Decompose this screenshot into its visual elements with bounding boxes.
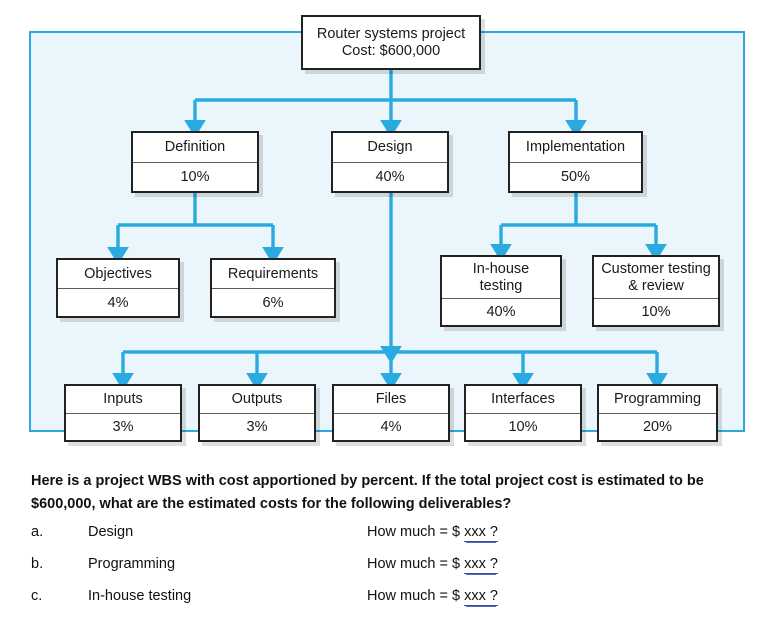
answer-row-b: b. Programming How much = $ xxx ? bbox=[31, 556, 731, 588]
wbs-node-requirements: Requirements 6% bbox=[210, 258, 336, 318]
answer-blank-a[interactable]: xxx ? bbox=[464, 524, 498, 542]
wbs-node-definition-percent: 10% bbox=[133, 162, 257, 191]
wbs-node-inputs-title: Inputs bbox=[103, 391, 143, 407]
wbs-node-objectives: Objectives 4% bbox=[56, 258, 180, 318]
connector-lines bbox=[107, 70, 668, 391]
answer-blank-b[interactable]: xxx ? bbox=[464, 556, 498, 574]
wbs-node-implementation-percent: 50% bbox=[510, 162, 641, 191]
wbs-node-in-house-testing-title: In-house testing bbox=[472, 260, 530, 294]
wbs-node-programming-percent: 20% bbox=[599, 413, 716, 440]
wbs-node-inputs-percent: 3% bbox=[66, 413, 180, 440]
wbs-node-design-percent: 40% bbox=[333, 162, 447, 191]
wbs-node-customer-testing-review-title: Customer testing & review bbox=[601, 260, 711, 294]
wbs-node-files-percent: 4% bbox=[334, 413, 448, 440]
wbs-node-implementation-title: Implementation bbox=[525, 139, 626, 155]
wbs-node-files-title: Files bbox=[375, 391, 407, 407]
question-prompt-text: Here is a project WBS with cost apportio… bbox=[31, 473, 704, 512]
answer-prompt-c: How much = $ xxx ? bbox=[367, 588, 498, 606]
wbs-node-outputs-percent: 3% bbox=[200, 413, 314, 440]
wbs-node-outputs-title: Outputs bbox=[231, 391, 283, 407]
wbs-node-programming: Programming 20% bbox=[597, 384, 718, 442]
wbs-node-interfaces-percent: 10% bbox=[466, 413, 580, 440]
answer-list: a. Design How much = $ xxx ? b. Programm… bbox=[31, 524, 731, 620]
wbs-node-design-title: Design bbox=[367, 139, 413, 155]
answer-label-b: Programming bbox=[88, 556, 176, 572]
answer-prompt-text-b: How much = $ bbox=[367, 556, 465, 572]
answer-blank-c[interactable]: xxx ? bbox=[464, 588, 498, 606]
wbs-node-definition-title: Definition bbox=[164, 139, 226, 155]
wbs-node-interfaces: Interfaces 10% bbox=[464, 384, 582, 442]
wbs-diagram: Router systems project Cost: $600,000 De… bbox=[29, 15, 745, 442]
answer-prompt-a: How much = $ xxx ? bbox=[367, 524, 498, 542]
wbs-node-interfaces-title: Interfaces bbox=[491, 391, 555, 407]
answer-letter-a: a. bbox=[31, 524, 44, 540]
wbs-node-customer-testing-review: Customer testing & review 10% bbox=[592, 255, 720, 327]
wbs-node-requirements-percent: 6% bbox=[212, 288, 334, 316]
wbs-node-in-house-testing: In-house testing 40% bbox=[440, 255, 562, 327]
answer-row-c: c. In-house testing How much = $ xxx ? bbox=[31, 588, 731, 620]
wbs-node-root: Router systems project Cost: $600,000 bbox=[301, 15, 481, 70]
wbs-node-definition: Definition 10% bbox=[131, 131, 259, 193]
wbs-node-objectives-percent: 4% bbox=[58, 288, 178, 316]
answer-prompt-text-c: How much = $ bbox=[367, 588, 465, 604]
wbs-node-outputs: Outputs 3% bbox=[198, 384, 316, 442]
wbs-node-in-house-testing-percent: 40% bbox=[442, 298, 560, 325]
wbs-node-objectives-title: Objectives bbox=[84, 265, 152, 282]
wbs-node-inputs: Inputs 3% bbox=[64, 384, 182, 442]
answer-label-c: In-house testing bbox=[88, 588, 192, 604]
wbs-node-root-title-line1: Router systems project bbox=[316, 25, 466, 42]
answer-letter-b: b. bbox=[31, 556, 44, 572]
wbs-node-implementation: Implementation 50% bbox=[508, 131, 643, 193]
wbs-node-requirements-title: Requirements bbox=[227, 265, 319, 282]
answer-label-a: Design bbox=[88, 524, 134, 540]
answer-row-a: a. Design How much = $ xxx ? bbox=[31, 524, 731, 556]
wbs-node-root-title: Router systems project Cost: $600,000 bbox=[303, 17, 479, 68]
answer-prompt-text-a: How much = $ bbox=[367, 524, 465, 540]
wbs-node-files: Files 4% bbox=[332, 384, 450, 442]
answer-prompt-b: How much = $ xxx ? bbox=[367, 556, 498, 574]
wbs-node-design: Design 40% bbox=[331, 131, 449, 193]
diagram-background-panel bbox=[29, 31, 745, 432]
answer-letter-c: c. bbox=[31, 588, 43, 604]
wbs-node-customer-testing-review-percent: 10% bbox=[594, 298, 718, 325]
wbs-node-programming-title: Programming bbox=[613, 391, 702, 407]
wbs-node-root-title-line2: Cost: $600,000 bbox=[341, 42, 441, 59]
